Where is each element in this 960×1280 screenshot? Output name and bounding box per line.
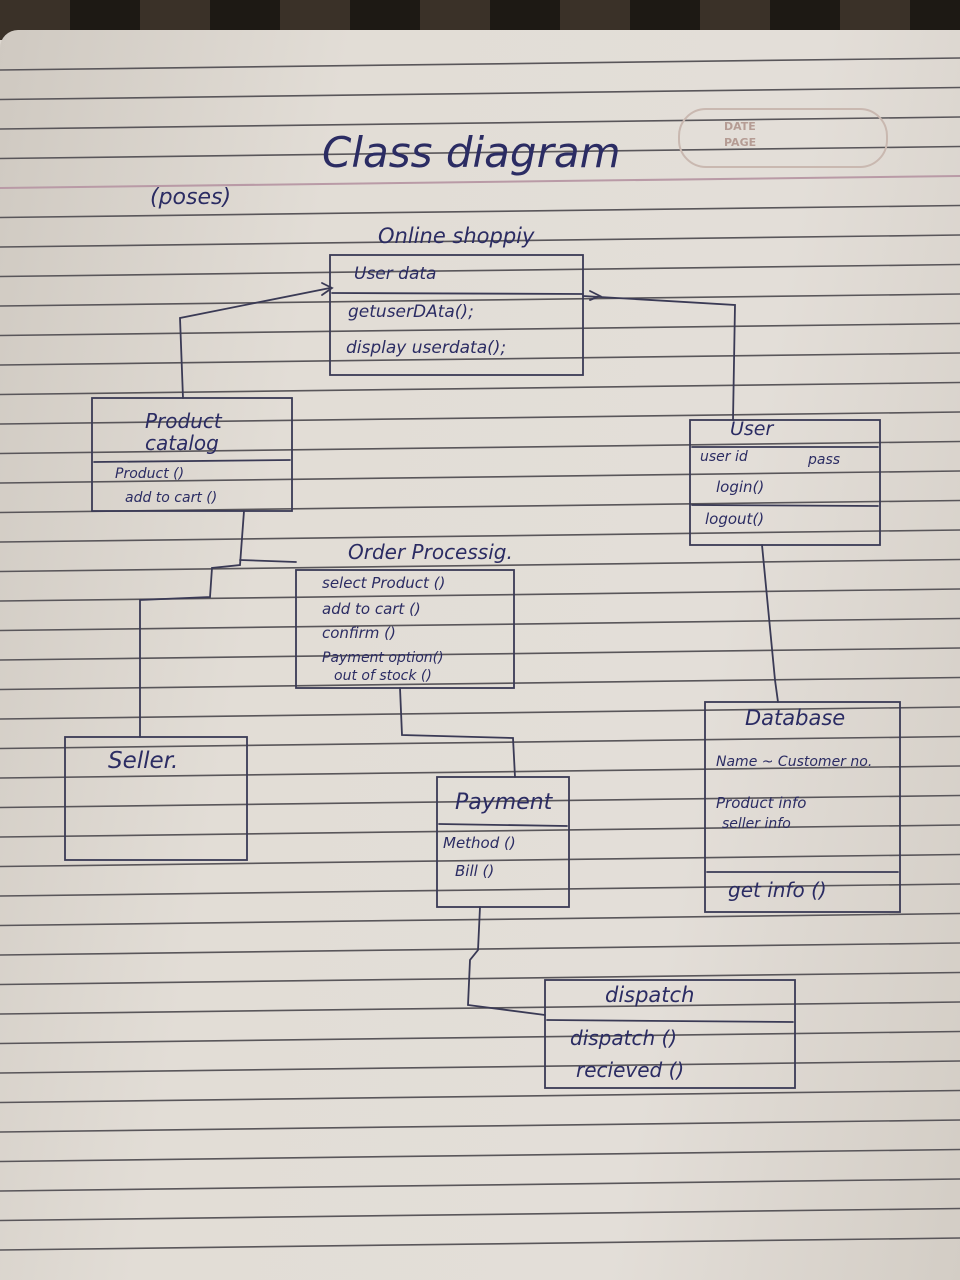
- user-method-logout: logout(): [705, 510, 765, 528]
- dispatch-name: dispatch: [605, 983, 695, 1007]
- connector-order-payment: [399, 687, 516, 778]
- order-processing-name: Order Processig.: [348, 540, 513, 564]
- ruled-line: [0, 57, 960, 71]
- dispatch-divider: [546, 1019, 794, 1023]
- diagram-note: (poses): [150, 185, 232, 210]
- ruled-line: [0, 883, 960, 897]
- ruled-line: [0, 1119, 960, 1133]
- database-name: Database: [745, 706, 846, 730]
- database-method: get info (): [728, 878, 827, 902]
- ruled-line: [0, 204, 960, 219]
- payment-method-2: Bill (): [455, 862, 495, 880]
- ruled-line: [0, 676, 960, 691]
- ruled-line: [0, 794, 960, 809]
- ruled-line: [0, 322, 960, 337]
- online-shopping-method-1: getuserDAta();: [348, 302, 474, 322]
- online-shopping-attr: User data: [354, 264, 437, 284]
- user-attr-id: user id: [700, 449, 748, 465]
- database-attr-1: Name ~ Customer no.: [716, 754, 873, 770]
- ruled-line: [0, 735, 960, 750]
- user-method-login: login(): [716, 478, 765, 496]
- dispatch-box: [544, 979, 796, 1089]
- product-catalog-method-1: Product (): [115, 466, 185, 482]
- user-box: [689, 419, 881, 546]
- order-method-5: out of stock (): [334, 668, 432, 684]
- ruled-line: [0, 1207, 960, 1222]
- order-method-4: Payment option(): [322, 650, 444, 666]
- dispatch-method-1: dispatch (): [570, 1026, 678, 1050]
- connector-user-database: [761, 544, 779, 703]
- ruled-line: [0, 1030, 960, 1045]
- ruled-line: [0, 647, 960, 661]
- ruled-line: [0, 440, 960, 455]
- ruled-line: [0, 1148, 960, 1163]
- arrow-head-online: [321, 282, 334, 296]
- ruled-line: [0, 706, 960, 720]
- order-processing-box: [295, 569, 515, 689]
- ruled-line: [0, 971, 960, 986]
- online-shopping-box: [329, 254, 584, 376]
- ruled-line: [0, 86, 960, 101]
- ruled-line: [0, 1060, 960, 1074]
- ruled-line: [0, 824, 960, 838]
- ruled-line: [0, 470, 960, 484]
- user-attr-pass: pass: [808, 452, 841, 468]
- product-catalog-name: Product catalog: [145, 409, 222, 455]
- diagram-title: Class diagram: [322, 128, 621, 177]
- online-shopping-divider: [331, 292, 584, 295]
- order-method-2: add to cart (): [322, 600, 421, 618]
- ruled-line: [0, 1089, 960, 1104]
- ruled-line: [0, 234, 960, 248]
- connector-catalog-online: [179, 287, 331, 399]
- user-divider-2: [691, 504, 879, 507]
- ruled-line: [0, 1178, 960, 1192]
- stamp-date-label: DATE: [724, 120, 756, 133]
- product-catalog-box: [91, 397, 293, 512]
- database-box: [704, 701, 901, 913]
- database-attr-3: seller info: [722, 816, 791, 832]
- database-attr-2: Product info: [716, 794, 807, 812]
- ruled-line: [0, 263, 960, 278]
- product-catalog-divider: [93, 459, 291, 463]
- connector-payment-dispatch: [467, 906, 546, 1016]
- user-name: User: [730, 418, 774, 440]
- online-shopping-name: Online shoppiy: [378, 224, 535, 248]
- ruled-line: [0, 175, 960, 189]
- product-catalog-method-2: add to cart (): [125, 490, 218, 506]
- payment-divider: [438, 823, 568, 827]
- ruled-line: [0, 765, 960, 779]
- ruled-line: [0, 529, 960, 543]
- ruled-line: [0, 411, 960, 425]
- payment-name: Payment: [455, 790, 553, 815]
- ruled-line: [0, 293, 960, 307]
- stamp-page-label: PAGE: [724, 136, 757, 149]
- ruled-line: [0, 853, 960, 868]
- order-method-3: confirm (): [322, 624, 396, 642]
- date-page-stamp: DATE PAGE: [678, 108, 888, 168]
- seller-box: [64, 736, 248, 861]
- ruled-line: [0, 617, 960, 632]
- ruled-line: [0, 942, 960, 956]
- ruled-line: [0, 1001, 960, 1015]
- connector-catalog-seller: [139, 510, 245, 738]
- online-shopping-method-2: display userdata();: [346, 338, 507, 358]
- connector-online-user: [582, 295, 736, 421]
- ruled-line: [0, 558, 960, 573]
- ruled-line: [0, 352, 960, 366]
- payment-box: [436, 776, 570, 908]
- dispatch-method-2: recieved (): [576, 1058, 685, 1082]
- connector-catalog-order: [239, 559, 297, 563]
- ruled-line: [0, 381, 960, 396]
- ruled-line: [0, 116, 960, 130]
- ruled-line: [0, 1237, 960, 1251]
- arrow-head-user: [589, 290, 603, 301]
- seller-name: Seller.: [108, 748, 179, 774]
- order-method-1: select Product (): [322, 574, 446, 592]
- payment-method-1: Method (): [443, 834, 516, 852]
- ruled-line: [0, 145, 960, 160]
